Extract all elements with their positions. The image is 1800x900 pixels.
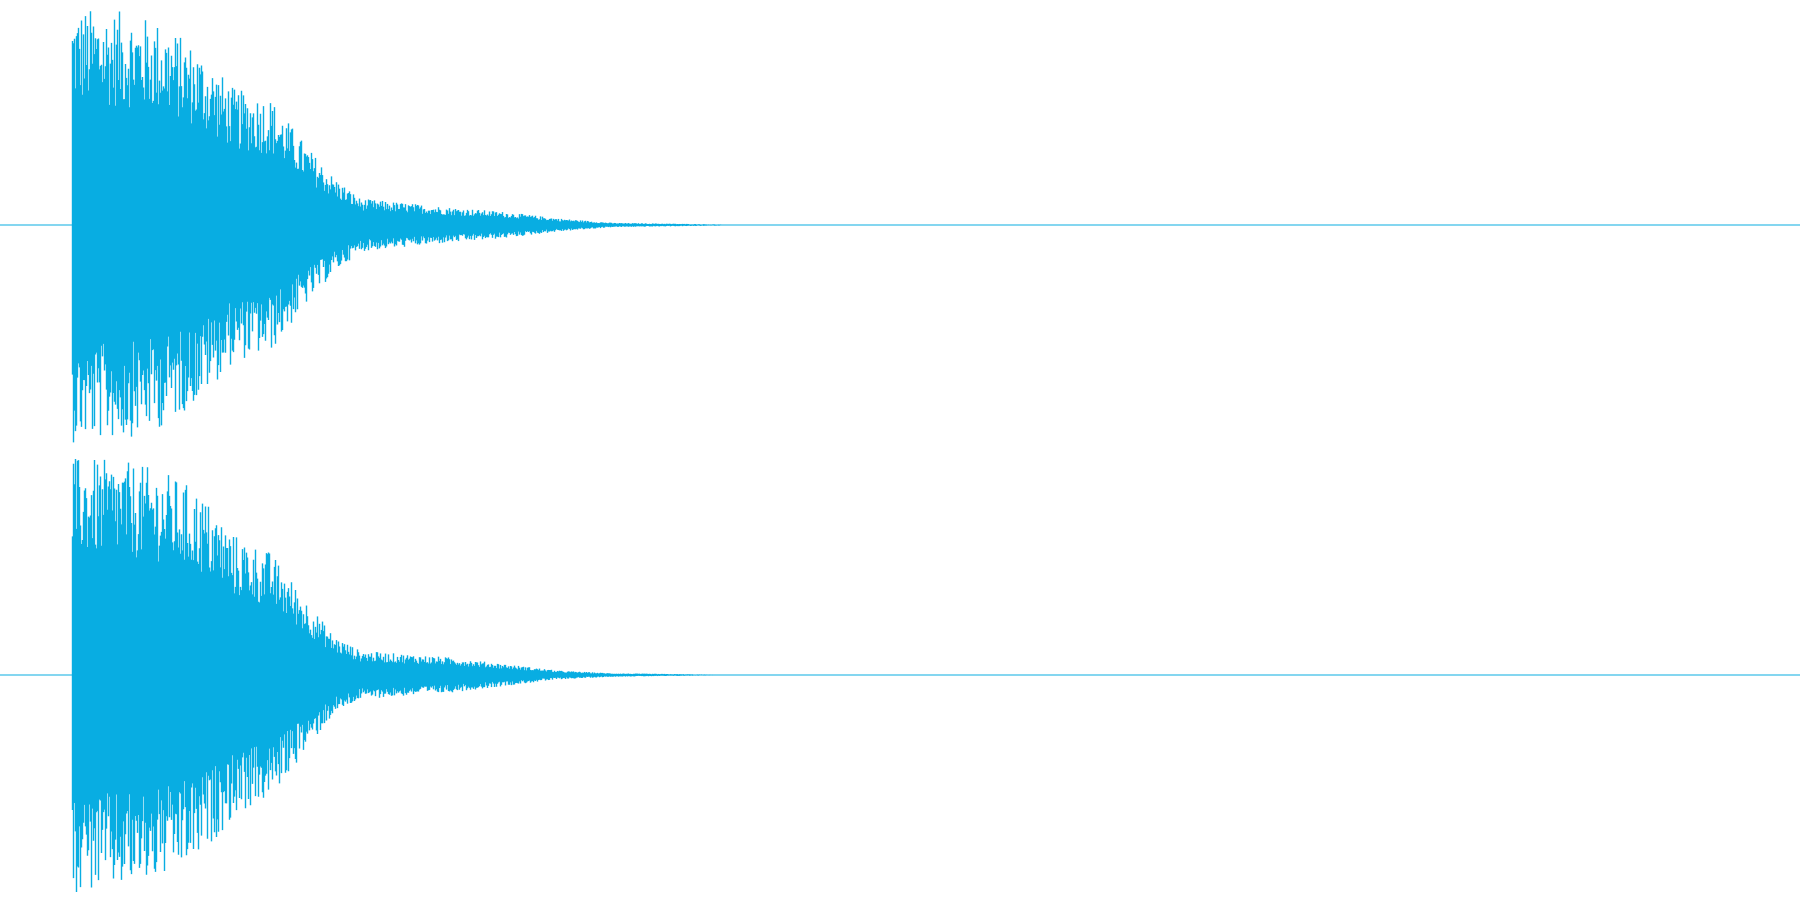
channel-top (0, 11, 1800, 443)
waveform-top-bars (71, 11, 722, 443)
channel-bottom (0, 458, 1800, 893)
waveform-bottom-bars (71, 458, 722, 893)
